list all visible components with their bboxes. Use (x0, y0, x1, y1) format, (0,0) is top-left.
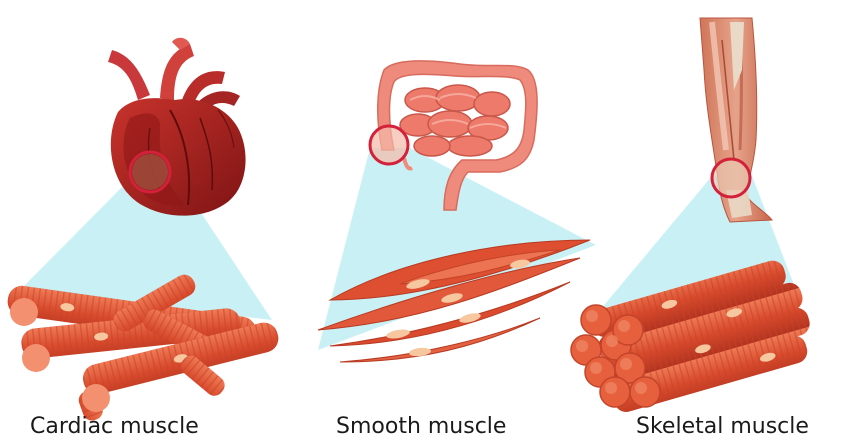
caption-cardiac-muscle: Cardiac muscle (30, 414, 199, 444)
caption-skeletal-muscle: Skeletal muscle (636, 414, 809, 444)
heart-image (108, 38, 246, 216)
caption-smooth-muscle: Smooth muscle (336, 414, 506, 444)
